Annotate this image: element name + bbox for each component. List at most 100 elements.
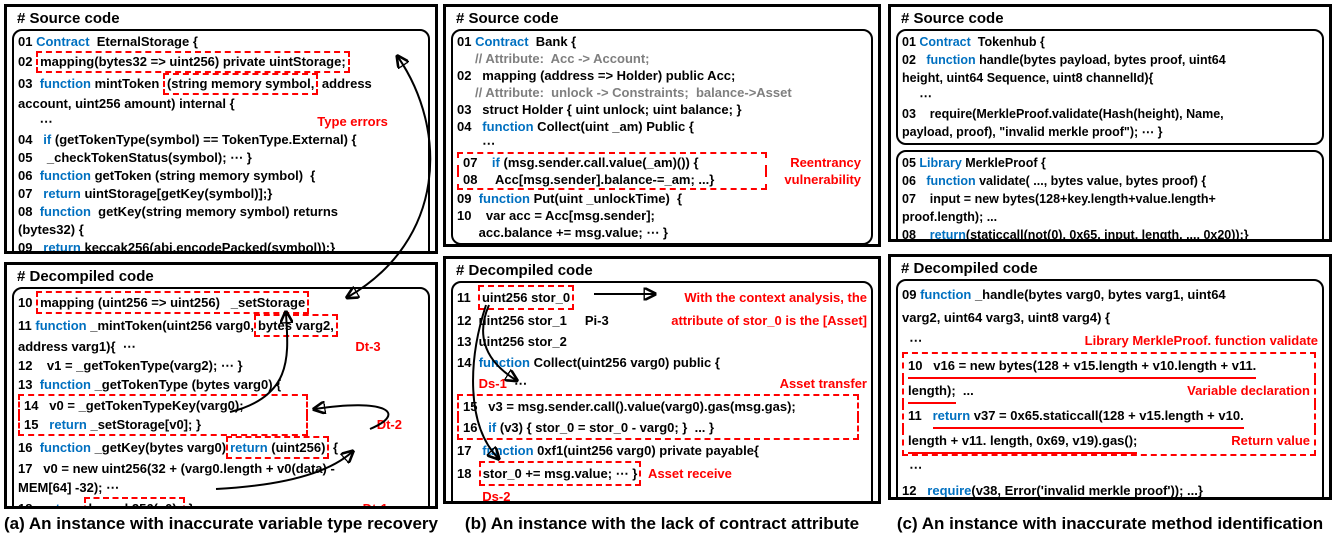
code-segment: 16 [18, 440, 40, 455]
panel-b-source-code: 01 Contract Bank { // Attribute: Acc -> … [451, 29, 873, 244]
code-line: 13 function _getTokenType (bytes varg0) … [18, 375, 424, 394]
code-segment: mintToken [90, 76, 163, 91]
code-segment: _mintToken(uint256 varg0, [86, 318, 254, 333]
code-line: ⋯ [902, 456, 1318, 479]
code-segment: Asset receive [641, 466, 732, 481]
code-segment: 10 var acc = Acc[msg.sender]; [457, 208, 655, 223]
panel-c-decompiled-code: 09 function _handle(bytes varg0, bytes v… [896, 279, 1324, 498]
code-line: payload, proof), "invalid merkle proof")… [902, 123, 1318, 141]
code-line: 14 function Collect(uint256 varg0) publi… [457, 352, 867, 373]
panel-b-source-box: # Source code 01 Contract Bank { // Attr… [443, 4, 881, 247]
code-segment: EternalStorage { [89, 34, 198, 49]
code-segment: mapping(bytes32 => uint256) private uint… [40, 54, 346, 69]
caption-a: (a) An instance with inaccurate variable… [4, 514, 438, 533]
code-segment: address [318, 76, 372, 91]
code-line: 09 function _handle(bytes varg0, bytes v… [902, 283, 1318, 306]
code-segment: 11 [18, 318, 36, 333]
code-segment: ⋯ [902, 89, 932, 103]
code-segment: 13 uint256 stor_2 [457, 334, 567, 349]
code-line: Ds-1 ⋯Asset transfer [457, 373, 867, 394]
code-line: 03 require(MerkleProof.validate(Hash(hei… [902, 105, 1318, 123]
panel-a-source-code: 01 Contract EternalStorage { 02 mapping(b… [12, 29, 430, 251]
code-segment: 07 [463, 155, 492, 170]
code-line: 15 v3 = msg.sender.call().value(varg0).g… [457, 394, 859, 417]
code-line: 07 input = new bytes(128+key.length+valu… [902, 190, 1318, 208]
code-line: 02 function handle(bytes payload, bytes … [902, 51, 1318, 69]
code-line: 10 v16 = new bytes(128 + v15.length + v1… [902, 352, 1316, 379]
code-line: (bytes32) { [18, 221, 424, 239]
highlight-box: keccak256(v0); [84, 497, 186, 506]
code-segment: handle(bytes payload, bytes proof, uint6… [975, 53, 1226, 67]
code-line: proof.length); ... [902, 208, 1318, 226]
code-line: 02 mapping(bytes32 => uint256) private u… [18, 51, 424, 73]
code-segment: 12 uint256 stor_1 Pi-3 [457, 313, 609, 328]
code-line: // Attribute: Acc -> Account; [457, 50, 867, 67]
code-line: address varg1){ ⋯Dt-3 [18, 337, 424, 356]
code-segment: 14 v0 = _getTokenTypeKey(varg0); [24, 398, 244, 413]
code-segment: bytes varg2, [257, 318, 334, 333]
code-segment: return [230, 440, 268, 455]
code-segment: Collect(uint _am) Public { [533, 119, 694, 134]
code-segment: 01 [902, 35, 920, 49]
code-segment: function [926, 174, 976, 188]
code-segment: (uint256) [267, 440, 326, 455]
code-segment: ... [955, 383, 974, 398]
code-segment: _getTokenType (bytes varg0) { [90, 377, 282, 392]
code-line: 04 function Collect(uint _am) Public { [457, 118, 867, 135]
code-segment: 04 [457, 119, 483, 134]
code-segment: 01 [457, 34, 476, 49]
code-segment: v37 = 0x65.staticcall(128 + v15.length +… [970, 404, 1244, 429]
decompiled-code-title: # Decompiled code [901, 260, 1038, 277]
code-segment: 02 mapping (address => Holder) public Ac… [457, 68, 736, 83]
code-segment: 18 [457, 466, 479, 481]
decompiled-code-title: # Decompiled code [17, 268, 154, 285]
code-line: 16 function _getKey(bytes varg0)return (… [18, 436, 424, 459]
code-segment: 03 struct Holder { uint unlock; uint bal… [457, 102, 742, 117]
code-segment: (getTokenType(symbol) == TokenType.Exter… [51, 132, 357, 147]
code-line: varg2, uint64 varg3, uint8 varg4) { [902, 306, 1318, 329]
code-segment: function [39, 76, 91, 91]
code-segment: function [39, 377, 91, 392]
code-segment [388, 499, 424, 506]
code-line: 06 function getToken (string memory symb… [18, 167, 424, 185]
code-segment: 03 [18, 76, 40, 91]
code-segment: _getKey(bytes varg0) [90, 440, 227, 455]
code-line: 08 function getKey(string memory symbol)… [18, 203, 424, 221]
code-segment: function [482, 443, 534, 458]
code-segment: uintStorage[getKey(symbol)];} [80, 186, 273, 201]
code-segment: Library [919, 156, 962, 170]
code-segment: require [927, 483, 972, 498]
code-segment: Contract [919, 35, 971, 49]
code-line: 18 stor_0 += msg.value; ⋯ } Asset receiv… [457, 461, 867, 486]
panel-a: # Source code 01 Contract EternalStorage… [4, 4, 438, 536]
code-segment: function [478, 355, 530, 370]
code-segment: return [43, 186, 81, 201]
code-segment: (string memory symbol, [166, 76, 315, 91]
code-segment: function [926, 53, 976, 67]
code-segment: 16 [463, 420, 489, 435]
code-segment: Contract [36, 34, 90, 49]
code-line: 05 Library MerkleProof { [902, 154, 1318, 172]
code-segment: 01 [18, 34, 37, 49]
code-segment: Put(uint _unlockTime) { [529, 191, 683, 206]
code-segment: getToken (string memory symbol) { [90, 168, 316, 183]
code-segment: Return value [1231, 433, 1310, 448]
code-segment: ⋯ [18, 114, 53, 129]
panel-c-source-code-library: 05 Library MerkleProof {06 function vali… [896, 150, 1324, 239]
caption-b: (b) An instance with the lack of contrac… [464, 514, 860, 533]
code-segment: 03 require(MerkleProof.validate(Hash(hei… [902, 107, 1224, 121]
code-segment: 04 [18, 132, 44, 147]
code-line: 12 v1 = _getTokenType(varg2); ⋯ } [18, 356, 424, 375]
code-line: 05 _checkTokenStatus(symbol); ⋯ } [18, 149, 424, 167]
code-segment [381, 337, 424, 356]
code-segment: function [920, 287, 972, 302]
code-segment: (v3) { stor_0 = stor_0 - varg0; } ... } [496, 420, 715, 435]
code-segment: With the context analysis, the [684, 290, 867, 305]
code-segment: _handle(bytes varg0, bytes varg1, uint64 [971, 287, 1226, 302]
code-segment: Dt-1 [362, 501, 388, 509]
code-line: 07 if (msg.sender.call.value(_am)()) {Re… [457, 152, 861, 171]
code-segment: 12 [902, 483, 928, 498]
panel-c: # Source code 01 Contract Tokenhub {02 f… [888, 4, 1332, 536]
code-line: ⋯Type errors [18, 113, 424, 131]
code-segment: function [478, 191, 530, 206]
